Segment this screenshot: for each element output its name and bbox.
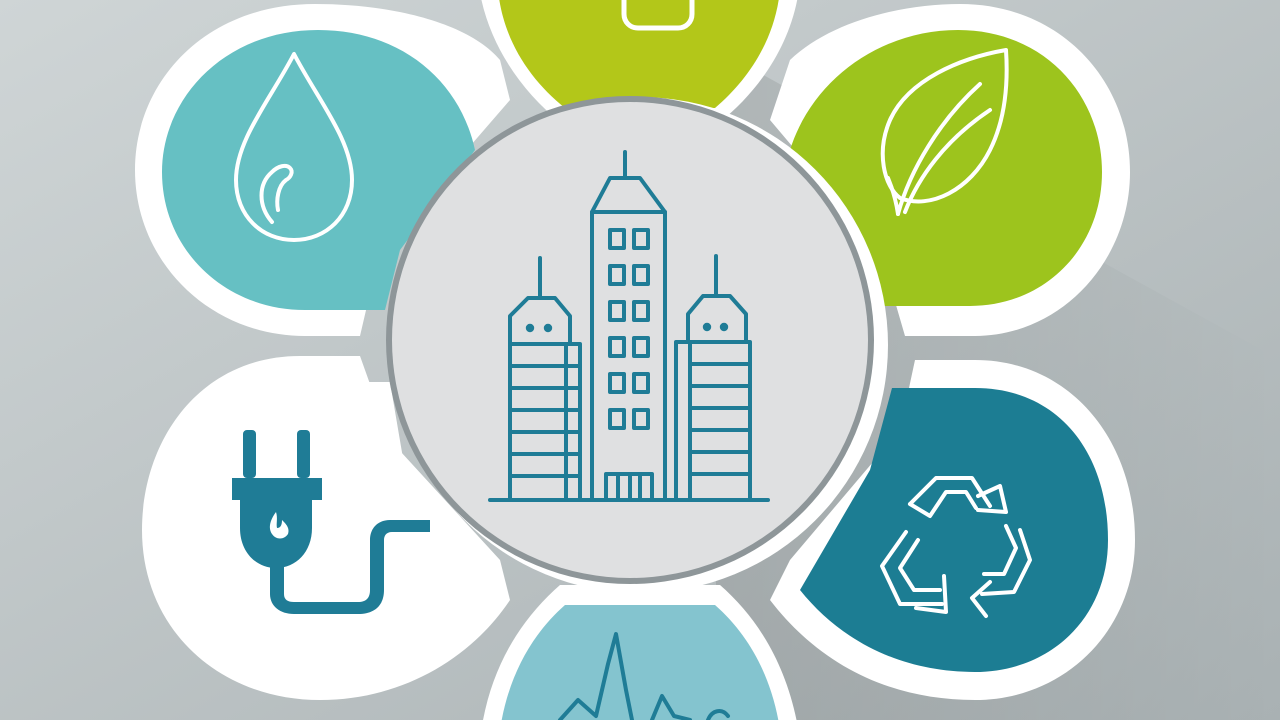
petal-top (499, 0, 779, 108)
plug-flame-mark (269, 512, 289, 539)
water-drop-icon (234, 52, 354, 242)
top-icon (621, 0, 695, 31)
sparkle-icon (558, 632, 730, 720)
petal-top-left (162, 30, 475, 310)
city-buildings-icon (488, 150, 770, 502)
power-plug-icon (232, 430, 430, 614)
petals (162, 0, 1108, 720)
recycle-icon (880, 476, 1032, 618)
leaf-icon (880, 48, 1009, 216)
center-disc-fill (392, 102, 868, 578)
petal-bottom (501, 605, 779, 720)
petal-top-right (790, 30, 1102, 306)
petal-bottom-right (800, 388, 1108, 672)
